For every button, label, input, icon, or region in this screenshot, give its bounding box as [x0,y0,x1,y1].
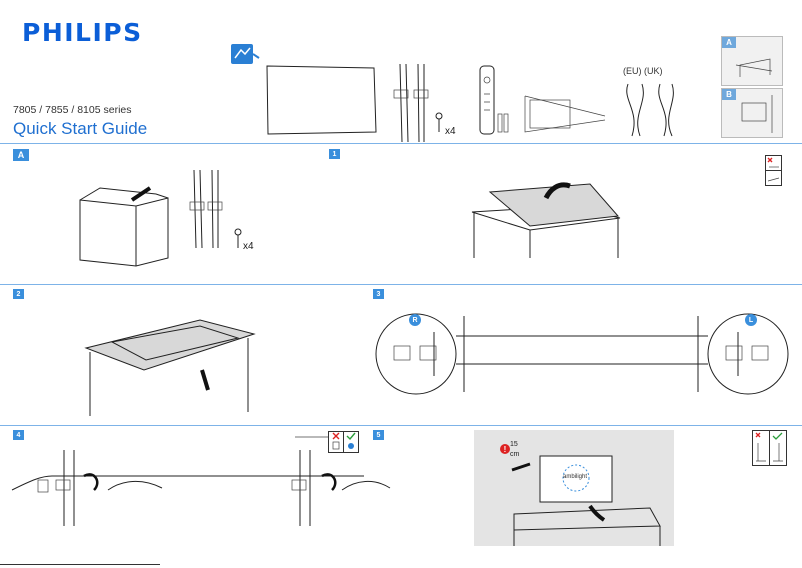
distance-value: 15 [510,441,518,448]
correct-tool-icon [343,431,359,453]
attach-feet-illustration [376,312,788,398]
screw-count-label: x4 [243,241,254,252]
step-5-badge: 5 [373,430,384,440]
wrong-tool-icon [328,431,344,453]
open-box-illustration [72,180,177,280]
footer-rule [0,564,160,565]
documents-illustration [520,90,610,140]
divider [0,425,802,426]
divider [0,284,802,285]
wrong-placement-icon [752,430,770,466]
correct-placement-icon [769,430,787,466]
option-a-thumbnail: A [721,36,783,86]
left-foot-label: L [749,317,753,324]
screw-count-label: x4 [445,126,456,137]
distance-unit: cm [510,451,519,458]
tv-panel-illustration [262,62,382,142]
screw-feet-illustration [12,450,392,530]
screw-icon [233,228,243,250]
step-1-badge: 1 [329,149,340,159]
brand-logo: PHILIPS [22,18,143,47]
plug-types-label: (EU) (UK) [623,66,663,76]
step-4-badge: 4 [13,430,24,440]
tv-brand-logo: ambilight [563,474,587,480]
left-foot-marker: L [745,314,757,326]
step-a-badge: A [13,149,29,161]
soft-surface-icon [765,170,782,186]
caution-icon: ! [500,444,510,454]
page-title: Quick Start Guide [13,119,147,139]
divider [0,143,802,144]
step-2-badge: 2 [13,289,24,299]
step-3-badge: 3 [373,289,384,299]
series-label: 7805 / 7855 / 8105 series [13,104,132,116]
tv-face-down-illustration [82,312,262,422]
power-cord-illustration [620,80,682,140]
online-support-icon [231,44,253,64]
wrong-surface-icon [765,155,782,171]
feet-parts-illustration [186,168,226,252]
callout-line [295,436,331,440]
batteries-illustration [496,112,510,136]
right-foot-marker: R [409,314,421,326]
option-b-thumbnail: B [721,88,783,138]
table-cloth-illustration [470,168,630,268]
stand-feet-illustration [388,64,433,144]
right-foot-label: R [412,317,417,324]
